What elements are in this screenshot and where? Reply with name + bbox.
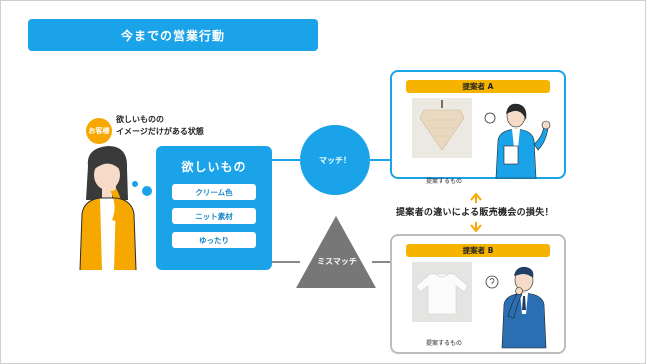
proposer-a-label: 提案者 A	[406, 80, 550, 93]
proposer-b-label: 提案者 B	[406, 244, 550, 257]
wants-box: 欲しいもの クリーム色 ニット素材 ゆったり	[156, 146, 272, 270]
proposer-b-illustration	[485, 266, 547, 349]
question-bubble-icon	[485, 275, 499, 289]
customer-badge: お客様	[86, 118, 112, 144]
thought-bubble-tiny	[132, 181, 138, 187]
proposer-b-caption: 提案するもの	[425, 340, 462, 347]
wants-title: 欲しいもの	[181, 160, 247, 174]
proposer-a-panel: 提案者 A 提案するもの	[390, 70, 566, 185]
proposer-a-illustration	[484, 103, 551, 179]
white-sweatshirt-photo	[412, 262, 472, 322]
arrow-up-icon	[470, 192, 482, 203]
header-title: 今までの営業行動	[28, 19, 318, 51]
thought-bubble-small	[142, 186, 152, 196]
want-item-knit: ニット素材	[172, 208, 256, 224]
customer-line-1: 欲しいものの	[116, 115, 164, 124]
want-item-cream: クリーム色	[172, 184, 256, 200]
proposer-a-caption: 提案するもの	[425, 178, 462, 185]
knit-poncho-photo	[412, 98, 472, 158]
customer-line-2: イメージだけがある状態	[116, 127, 204, 136]
mismatch-label: ミスマッチ	[317, 257, 357, 266]
proposer-b-panel: 提案者 B 提案するもの	[390, 234, 566, 354]
lightbulb-icon	[484, 112, 496, 124]
want-item-loose: ゆったり	[172, 232, 256, 248]
arrow-down-icon	[470, 222, 482, 233]
opportunity-loss-text: 提案者の違いによる販売機会の損失！	[396, 208, 554, 218]
customer-state-text: 欲しいものの イメージだけがある状態	[116, 114, 204, 138]
mismatch-triangle	[296, 216, 376, 288]
match-circle: マッチ！	[300, 125, 370, 195]
